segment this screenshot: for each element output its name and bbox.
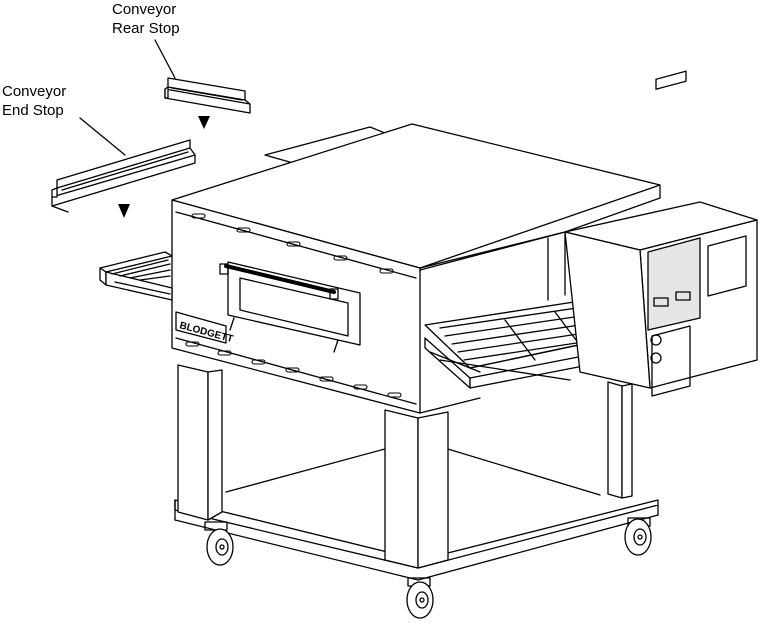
conveyor-rear-stop-part (165, 78, 250, 113)
arrow-rear-stop (198, 116, 210, 129)
caster-front-center (407, 578, 433, 618)
control-box (565, 71, 757, 396)
arrow-end-stop (118, 204, 130, 218)
conveyor-left-extension (100, 252, 172, 300)
caster-front-right (625, 518, 651, 555)
leader-rear-stop (155, 40, 175, 78)
leader-end-stop (80, 118, 125, 155)
